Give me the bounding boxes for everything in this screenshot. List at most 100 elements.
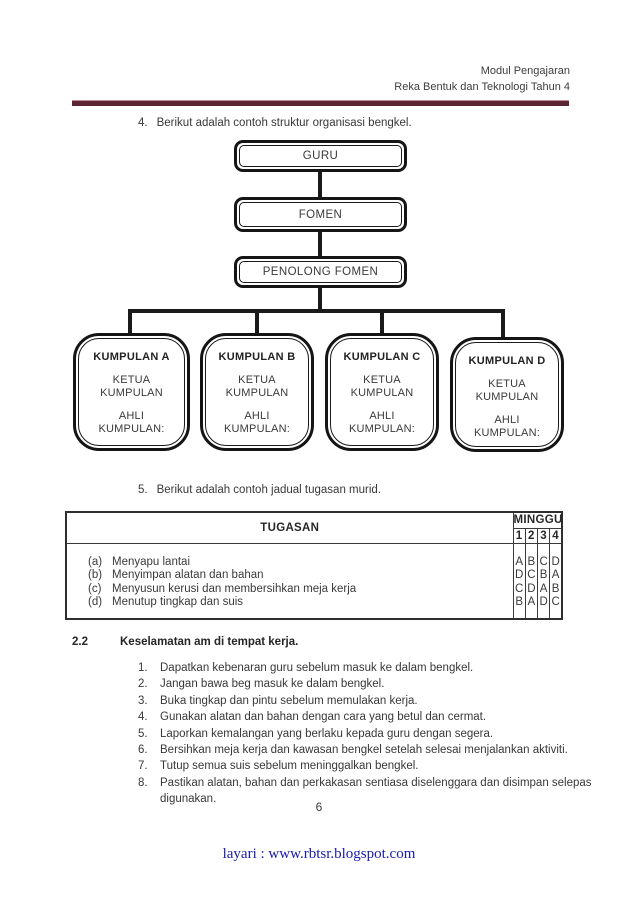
rule-number: 7. <box>138 760 148 773</box>
org-group-box-b: KUMPULAN B KETUA KUMPULAN AHLI KUMPULAN: <box>200 333 314 451</box>
org-node-fomen-label: FOMEN <box>239 202 402 227</box>
task-text: Menyapu lantai <box>112 555 190 568</box>
group-role-ketua: KETUA KUMPULAN <box>100 374 163 399</box>
header-rule <box>72 100 569 106</box>
item-5-text: Berikut adalah contoh jadual tugasan mur… <box>156 484 381 496</box>
safety-rule-item: 3. Buka tingkap dan pintu sebelum memula… <box>138 693 594 709</box>
task-label: (b) <box>88 569 103 581</box>
rule-text: Dapatkan kebenaran guru sebelum masuk ke… <box>160 662 474 674</box>
task-line: (b) Menyimpan alatan dan bahan <box>88 569 513 583</box>
week-column-2: B C D A <box>524 542 539 620</box>
item-4-number: 4. <box>138 117 148 129</box>
task-line: (c) Menyusun kerusi dan membersihkan mej… <box>88 583 513 597</box>
rule-text: Bersihkan meja kerja dan kawasan bengkel… <box>160 744 568 757</box>
section-2-2-number: 2.2 <box>72 636 88 648</box>
duty-letter: B <box>527 555 536 568</box>
safety-rule-item: 8. Pastikan alatan, bahan dan perkakasan… <box>138 775 594 808</box>
safety-rule-item: 2. Jangan bawa beg masuk ke dalam bengke… <box>138 676 594 692</box>
org-node-penolong-fomen-label: PENOLONG FOMEN <box>239 261 402 283</box>
connector-line <box>318 171 322 198</box>
rule-number: 8. <box>138 776 148 789</box>
org-node-fomen: FOMEN <box>234 197 407 232</box>
rule-number: 4. <box>138 711 148 724</box>
duty-letter: C <box>551 596 560 608</box>
duty-table: TUGASAN MINGGU 1 2 3 4 (a) Menyapu lanta… <box>65 511 563 620</box>
connector-line <box>318 287 322 311</box>
task-text: Menyusun kerusi dan membersihkan meja ke… <box>112 582 357 595</box>
rule-text: Jangan bawa beg masuk ke dalam bengkel. <box>160 678 385 691</box>
week-header-3: 3 <box>536 527 551 544</box>
task-line: (d) Menutup tingkap dan suis <box>88 596 513 610</box>
week-header-4: 4 <box>549 527 563 544</box>
group-role-ahli: AHLI KUMPULAN: <box>474 414 540 439</box>
item-4-text: Berikut adalah contoh struktur organisas… <box>156 117 412 129</box>
safety-rule-item: 6. Bersihkan meja kerja dan kawasan beng… <box>138 742 594 758</box>
duty-letter: A <box>551 569 560 581</box>
task-label: (a) <box>88 555 103 568</box>
week-header-2: 2 <box>524 527 539 544</box>
group-role-ahli: AHLI KUMPULAN: <box>349 410 415 435</box>
duty-letter: A <box>539 582 548 595</box>
rule-number: 6. <box>138 744 148 757</box>
org-node-penolong-fomen: PENOLONG FOMEN <box>234 256 407 288</box>
duty-letter: A <box>515 555 523 568</box>
tugasan-header: TUGASAN <box>65 511 514 544</box>
safety-rule-item: 5. Laporkan kemalangan yang berlaku kepa… <box>138 726 594 742</box>
safety-rule-item: 4. Gunakan alatan dan bahan dengan cara … <box>138 709 594 725</box>
week-column-1: A D C B <box>512 542 526 620</box>
section-2-2-heading: 2.2 Keselamatan am di tempat kerja. <box>72 636 298 648</box>
item-4-line: 4. Berikut adalah contoh struktur organi… <box>138 117 412 129</box>
org-group-box-a: KUMPULAN A KETUA KUMPULAN AHLI KUMPULAN: <box>73 333 190 451</box>
connector-line <box>318 231 322 257</box>
group-title: KUMPULAN D <box>468 355 546 367</box>
duty-letter: D <box>514 569 524 581</box>
duty-letter: C <box>539 555 548 568</box>
rule-number: 3. <box>138 694 148 707</box>
task-label: (d) <box>88 596 103 608</box>
footer-url[interactable]: layari : www.rbtsr.blogspot.com <box>222 846 416 862</box>
task-text: Menutup tingkap dan suis <box>112 596 244 608</box>
duty-letter: D <box>551 555 560 568</box>
section-2-2-title: Keselamatan am di tempat kerja. <box>120 636 299 648</box>
rule-text: Tutup semua suis sebelum meninggalkan be… <box>160 760 419 773</box>
duty-letter: C <box>527 569 536 581</box>
safety-rule-item: 1. Dapatkan kebenaran guru sebelum masuk… <box>138 660 594 676</box>
rule-number: 5. <box>138 727 148 740</box>
page-header: Modul Pengajaran Reka Bentuk dan Teknolo… <box>394 63 570 95</box>
minggu-header: MINGGU <box>512 511 563 529</box>
duty-letter: A <box>527 596 536 608</box>
group-role-ahli: AHLI KUMPULAN: <box>224 410 290 435</box>
duty-letter: D <box>539 596 548 608</box>
connector-line <box>128 309 505 313</box>
connector-line <box>501 312 505 338</box>
duty-letter: C <box>514 582 524 595</box>
task-line: (a) Menyapu lantai <box>88 556 513 570</box>
org-node-guru-label: GURU <box>239 145 402 167</box>
rule-number: 1. <box>138 662 148 674</box>
duty-letter: B <box>551 582 560 595</box>
org-group-box-c: KUMPULAN C KETUA KUMPULAN AHLI KUMPULAN: <box>325 333 439 451</box>
rule-text: Laporkan kemalangan yang berlaku kepada … <box>160 727 494 740</box>
header-subject-title: Reka Bentuk dan Teknologi Tahun 4 <box>394 81 570 93</box>
task-list-cell: (a) Menyapu lantai (b) Menyimpan alatan … <box>65 542 514 620</box>
rule-text: Buka tingkap dan pintu sebelum memulakan… <box>160 694 418 707</box>
week-column-3: C B A D <box>536 542 551 620</box>
connector-line <box>255 312 259 334</box>
group-role-ketua: KETUA KUMPULAN <box>475 378 539 403</box>
connector-line <box>128 312 132 334</box>
task-label: (c) <box>88 582 102 595</box>
page-number: 6 <box>315 800 323 814</box>
connector-line <box>380 312 384 334</box>
group-title: KUMPULAN C <box>343 351 421 363</box>
week-column-4: D A B C <box>549 542 563 620</box>
rule-text: Gunakan alatan dan bahan dengan cara yan… <box>160 711 487 724</box>
rule-text: Pastikan alatan, bahan dan perkakasan se… <box>160 776 592 806</box>
safety-rule-item: 7. Tutup semua suis sebelum meninggalkan… <box>138 758 594 774</box>
header-module-title: Modul Pengajaran <box>480 65 570 77</box>
group-role-ketua: KETUA KUMPULAN <box>225 374 289 399</box>
item-5-number: 5. <box>138 484 148 496</box>
rule-number: 2. <box>138 678 148 691</box>
duty-letter: D <box>527 582 536 595</box>
safety-rules-list: 1. Dapatkan kebenaran guru sebelum masuk… <box>138 660 594 808</box>
